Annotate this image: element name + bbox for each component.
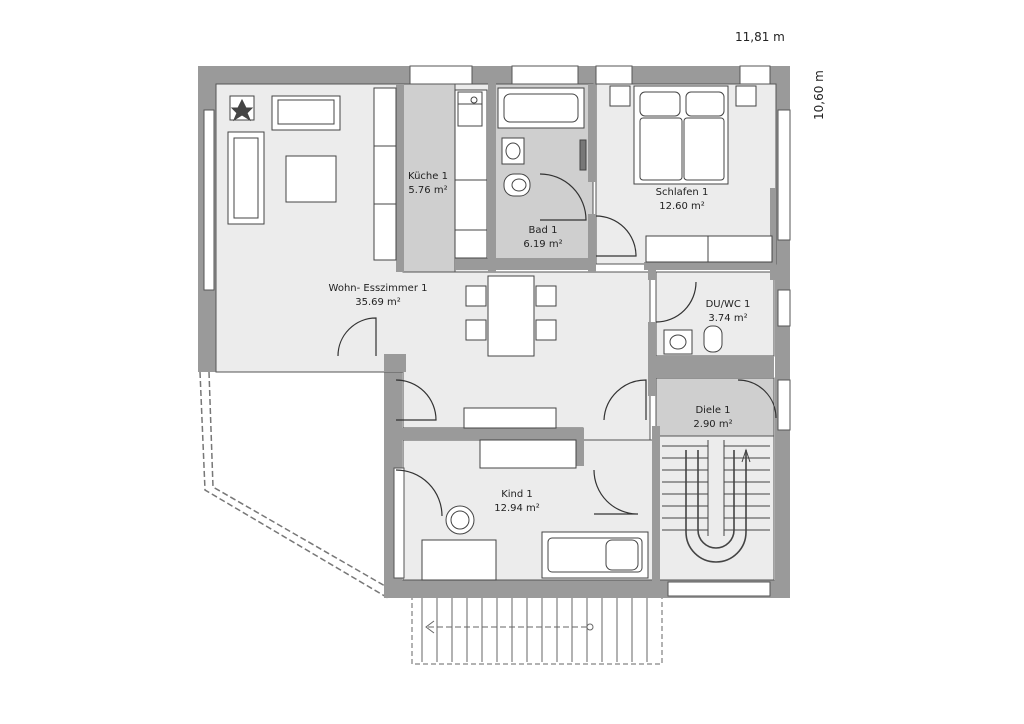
floor-diele — [655, 377, 775, 437]
kind-shelf — [479, 439, 577, 469]
room-name: Bad 1 — [528, 225, 558, 236]
dining-table — [487, 275, 535, 357]
floor-stair — [655, 435, 775, 581]
room-name: Küche 1 — [408, 171, 448, 182]
room-area: 2.90 m² — [693, 419, 733, 430]
sideboard — [463, 407, 557, 429]
duwc-toilet — [703, 325, 723, 353]
room-name: Kind 1 — [501, 489, 533, 500]
room-label-schlafen: Schlafen 1 12.60 m² — [656, 186, 709, 214]
wall-unit — [373, 87, 397, 261]
room-area: 12.60 m² — [659, 201, 705, 212]
room-name: Wohn- Esszimmer 1 — [328, 283, 428, 294]
dimension-width: 11,81 m — [735, 30, 785, 44]
balcony-outline — [199, 371, 393, 599]
partitions — [384, 66, 776, 596]
room-label-kind: Kind 1 12.94 m² — [494, 488, 540, 516]
room-area: 6.19 m² — [523, 239, 563, 250]
room-name: Diele 1 — [695, 405, 731, 416]
windows — [203, 65, 791, 597]
room-label-duwc: DU/WC 1 3.74 m² — [706, 298, 751, 326]
dimension-depth: 10,60 m — [812, 70, 826, 120]
room-label-wohnen: Wohn- Esszimmer 1 35.69 m² — [329, 282, 428, 310]
desk — [421, 539, 497, 581]
room-label-kueche: Küche 1 5.76 m² — [408, 170, 448, 198]
staircase — [662, 440, 770, 563]
room-area: 3.74 m² — [708, 313, 748, 324]
room-area: 12.94 m² — [494, 503, 540, 514]
doors — [337, 173, 777, 517]
wardrobe — [645, 235, 773, 263]
entrance-stairs — [411, 595, 663, 665]
coffee-table — [285, 155, 337, 203]
room-label-diele: Diele 1 2.90 m² — [693, 404, 732, 432]
floor-kueche — [402, 83, 456, 273]
room-name: Schlafen 1 — [655, 187, 709, 198]
furniture — [227, 85, 773, 581]
room-name: DU/WC 1 — [705, 299, 751, 310]
room-area: 5.76 m² — [408, 185, 448, 196]
room-area: 35.69 m² — [355, 297, 401, 308]
room-label-bad: Bad 1 6.19 m² — [523, 224, 562, 252]
